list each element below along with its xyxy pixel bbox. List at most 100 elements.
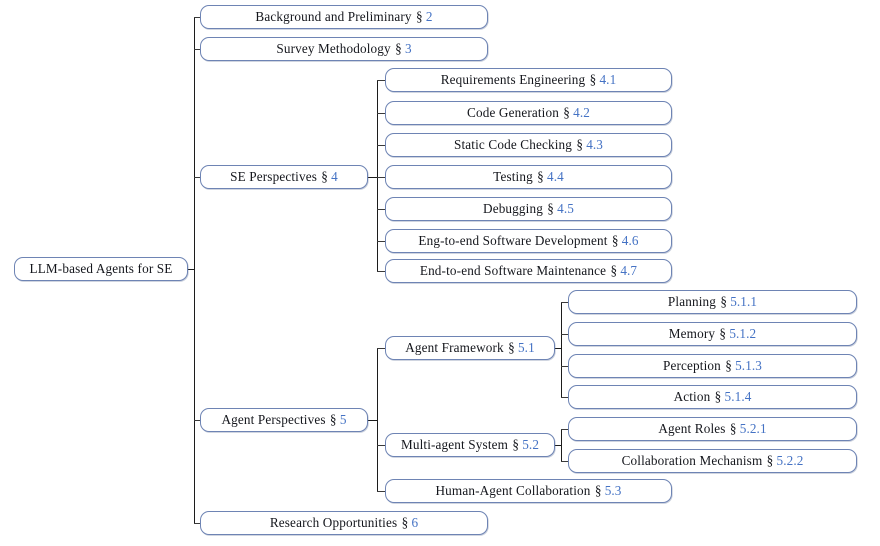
connector-root-to-branch-2 [194, 177, 200, 179]
section-symbol-icon: § [326, 412, 340, 427]
connector-se-child-0 [377, 80, 385, 82]
node-se-perspectives[interactable]: SE Perspectives § 4 [200, 165, 368, 189]
node-action[interactable]: Action § 5.1.4 [568, 385, 857, 409]
section-symbol-icon: § [559, 105, 574, 120]
section-symbol-icon: § [711, 389, 725, 404]
node-code-generation[interactable]: Code Generation § 4.2 [385, 101, 672, 125]
node-background-and-preliminary[interactable]: Background and Preliminary § 2 [200, 5, 488, 29]
node-label: Research Opportunities [269, 515, 398, 531]
node-agent-perspectives[interactable]: Agent Perspectives § 5 [200, 408, 368, 432]
node-static-code-checking[interactable]: Static Code Checking § 4.3 [385, 133, 672, 157]
section-symbol-icon: § [716, 326, 730, 341]
node-label: Human-Agent Collaboration [435, 483, 591, 499]
node-survey-methodology[interactable]: Survey Methodology § 3 [200, 37, 488, 61]
node-label: Agent Framework [405, 340, 504, 356]
section-number: 5.1.3 [735, 358, 762, 373]
section-number: 5.2.1 [739, 421, 767, 436]
node-collaboration-mechanism[interactable]: Collaboration Mechanism § 5.2.2 [568, 449, 857, 473]
node-research-opportunities[interactable]: Research Opportunities § 6 [200, 511, 488, 535]
node-label: Memory [668, 326, 716, 342]
connector-root-to-branch-3 [194, 420, 200, 422]
connector-framework-child-1 [561, 334, 568, 336]
node-end-to-end-software-maintenance[interactable]: End-to-end Software Maintenance § 4.7 [385, 259, 672, 283]
section-symbol-icon: § [726, 421, 740, 436]
connector-agent-child-2 [377, 491, 385, 493]
node-label: Agent Perspectives [221, 412, 326, 428]
node-label: Debugging [483, 201, 543, 217]
node-label: Perception [663, 358, 721, 374]
node-planning[interactable]: Planning § 5.1.1 [568, 290, 857, 314]
section-number: 4.1 [599, 72, 617, 87]
node-label: SE Perspectives [230, 169, 317, 185]
connector-agent-child-0 [377, 348, 385, 350]
node-label: End-to-end Software Maintenance [419, 263, 607, 279]
section-symbol-icon: § [607, 263, 621, 278]
node-label: Code Generation [467, 105, 559, 121]
section-symbol-icon: § [721, 358, 736, 373]
section-number: 4.6 [621, 233, 639, 248]
section-number: 5.2.2 [776, 453, 804, 468]
node-label: Survey Methodology [276, 41, 391, 57]
section-number: 4.2 [573, 105, 590, 120]
connector-se-child-2 [377, 145, 385, 147]
node-label: Testing [493, 169, 533, 185]
node-testing[interactable]: Testing § 4.4 [385, 165, 672, 189]
connector-se-stub [368, 177, 377, 179]
node-agent-framework[interactable]: Agent Framework § 5.1 [385, 336, 555, 360]
connector-framework-child-3 [561, 397, 568, 399]
connector-se-child-4 [377, 209, 385, 211]
node-debugging[interactable]: Debugging § 4.5 [385, 197, 672, 221]
section-number: 4.5 [557, 201, 574, 216]
section-number: 5.1 [517, 340, 535, 355]
section-symbol-icon: § [398, 515, 412, 530]
section-number: 2 [425, 9, 433, 24]
section-number: 3 [404, 41, 412, 56]
connector-framework-stub [555, 348, 561, 350]
connector-se-child-1 [377, 113, 385, 115]
connector-framework-spine [561, 302, 563, 397]
connector-multiagent-child-1 [561, 461, 568, 463]
connector-agent-child-1 [377, 445, 385, 447]
section-symbol-icon: § [412, 9, 426, 24]
node-perception[interactable]: Perception § 5.1.3 [568, 354, 857, 378]
node-label: Planning [667, 294, 717, 310]
section-number: 4.7 [620, 263, 638, 278]
section-symbol-icon: § [717, 294, 731, 309]
section-symbol-icon: § [317, 169, 332, 184]
section-number: 5.3 [604, 483, 622, 498]
section-symbol-icon: § [504, 340, 518, 355]
node-memory[interactable]: Memory § 5.1.2 [568, 322, 857, 346]
connector-multiagent-spine [561, 429, 563, 461]
node-llm-based-agents-for-se[interactable]: LLM-based Agents for SE [14, 257, 188, 281]
connector-root-to-branch-4 [194, 523, 200, 525]
node-label: Eng-to-end Software Development [418, 233, 608, 249]
section-symbol-icon: § [608, 233, 622, 248]
connector-se-child-3 [377, 177, 385, 179]
connector-root-to-branch-1 [194, 49, 200, 51]
section-number: 5 [339, 412, 347, 427]
connector-framework-child-0 [561, 302, 568, 304]
section-number: 4 [331, 169, 338, 184]
section-number: 4.4 [547, 169, 564, 184]
node-label: Agent Roles [658, 421, 726, 437]
connector-se-child-5 [377, 241, 385, 243]
connector-se-spine [377, 80, 379, 271]
node-agent-roles[interactable]: Agent Roles § 5.2.1 [568, 417, 857, 441]
node-label: Static Code Checking [454, 137, 573, 153]
node-label: LLM-based Agents for SE [29, 261, 173, 277]
connector-root-stub [188, 269, 194, 271]
section-symbol-icon: § [533, 169, 548, 184]
node-label: Background and Preliminary [255, 9, 412, 25]
section-symbol-icon: § [763, 453, 777, 468]
node-requirements-engineering[interactable]: Requirements Engineering § 4.1 [385, 68, 672, 92]
node-multi-agent-system[interactable]: Multi-agent System § 5.2 [385, 433, 555, 457]
section-symbol-icon: § [509, 437, 523, 452]
connector-multiagent-stub [555, 445, 561, 447]
node-human-agent-collaboration[interactable]: Human-Agent Collaboration § 5.3 [385, 479, 672, 503]
section-symbol-icon: § [591, 483, 605, 498]
node-eng-to-end-software-development[interactable]: Eng-to-end Software Development § 4.6 [385, 229, 672, 253]
connector-agent-spine [377, 348, 379, 491]
node-label: Collaboration Mechanism [621, 453, 763, 469]
connector-multiagent-child-0 [561, 429, 568, 431]
